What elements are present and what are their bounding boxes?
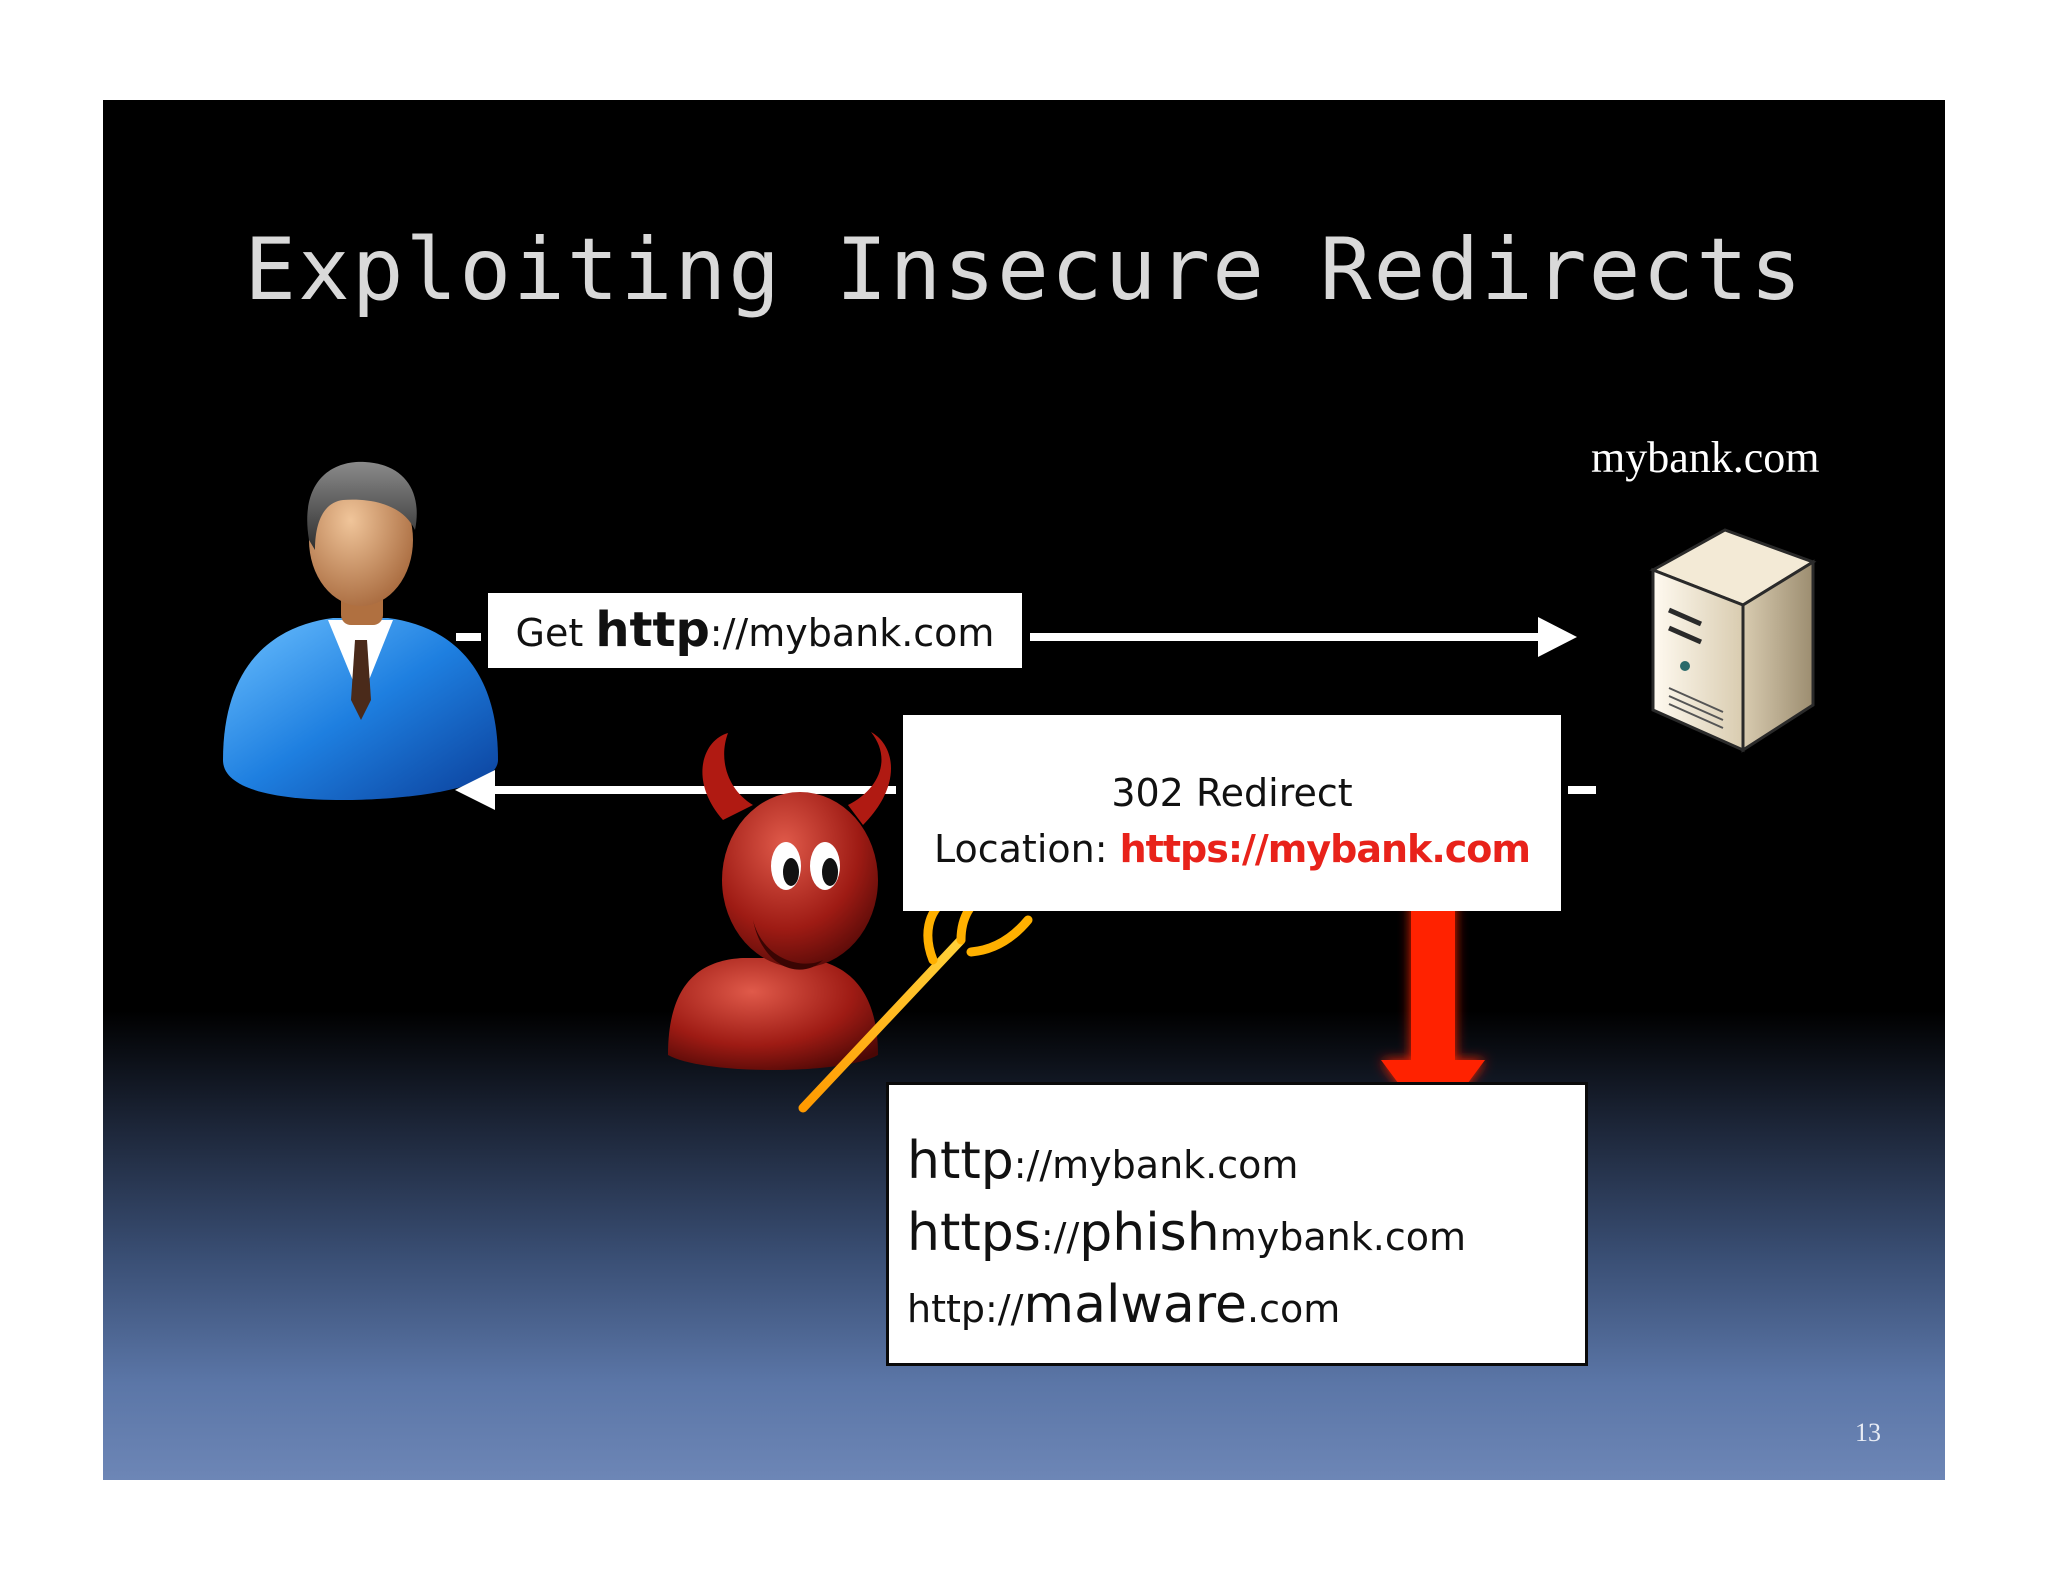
slide: Exploiting Insecure Redirects mybank.com [103, 100, 1945, 1480]
response-arrow [455, 770, 1596, 810]
request-box: Get http://mybank.com [488, 593, 1022, 668]
response-status: 302 Redirect [1111, 771, 1353, 815]
target-phish: https://phishmybank.com [907, 1197, 1585, 1269]
devil-icon [668, 732, 1033, 1113]
target-separator: :// [1040, 1215, 1080, 1259]
server-icon [1649, 528, 1817, 753]
request-host: ://mybank.com [709, 611, 995, 655]
server-label: mybank.com [1591, 433, 1820, 482]
page-number: 13 [1855, 1418, 1881, 1447]
response-location: Location: https://mybank.com [903, 821, 1561, 877]
target-rest: ://mybank.com [1013, 1143, 1299, 1187]
target-http: http://mybank.com [907, 1125, 1585, 1197]
target-proto: http [907, 1131, 1014, 1191]
target-host: malware [1023, 1275, 1248, 1335]
attack-targets-box: http://mybank.com https://phishmybank.co… [886, 1082, 1588, 1366]
slide-title: Exploiting Insecure Redirects [244, 220, 1804, 320]
request-method: Get [515, 611, 584, 655]
response-box: 302 Redirect Location: https://mybank.co… [903, 715, 1561, 911]
target-rest: mybank.com [1219, 1215, 1466, 1259]
request-protocol: http [595, 602, 710, 658]
target-malware: http://malware.com [907, 1269, 1585, 1341]
location-url: https://mybank.com [1119, 827, 1531, 871]
target-phish-word: phish [1079, 1203, 1220, 1263]
target-proto: https [907, 1203, 1041, 1263]
target-rest: .com [1247, 1287, 1341, 1331]
request-arrow [456, 617, 1577, 657]
location-label: Location: [934, 827, 1108, 871]
target-proto: http:// [907, 1287, 1024, 1331]
user-icon [223, 461, 498, 800]
diagram-graphics [223, 461, 1817, 1130]
